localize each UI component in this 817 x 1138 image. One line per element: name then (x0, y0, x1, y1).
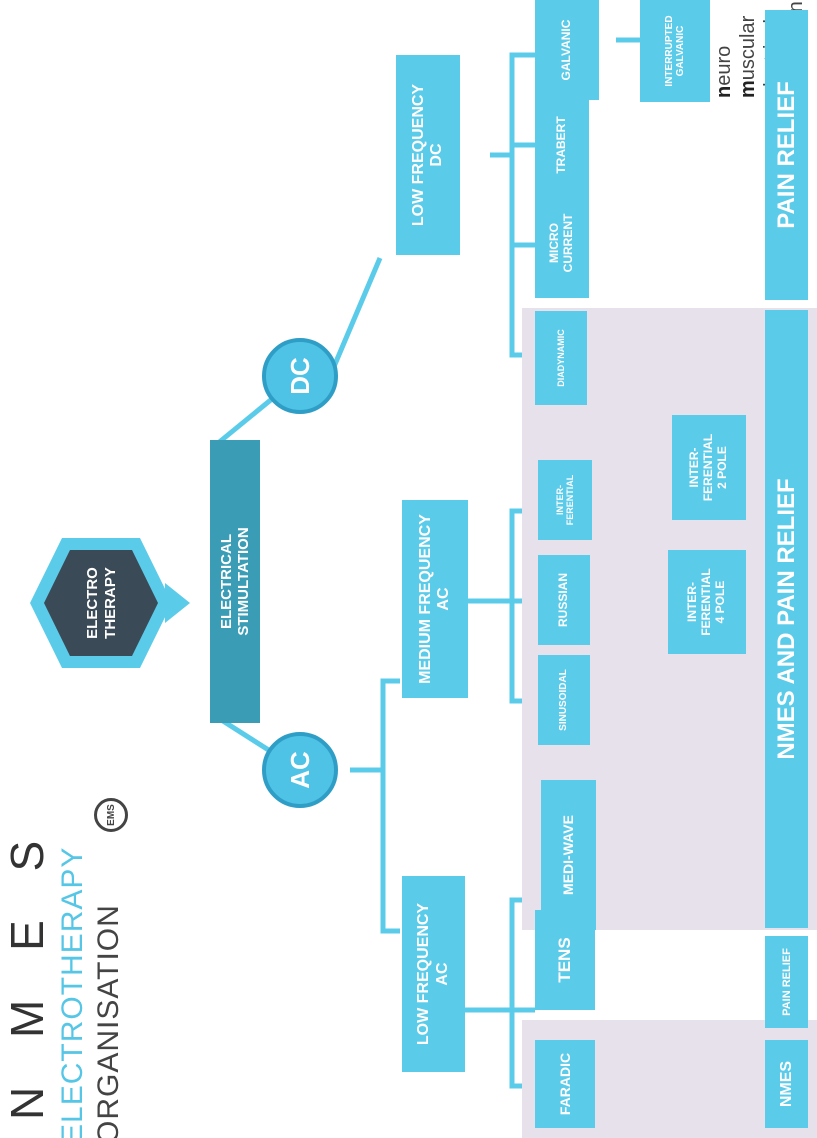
node-low-frequency-ac: LOW FREQUENCY AC (402, 876, 465, 1072)
bar-nmes: NMES (765, 1040, 808, 1128)
leaf-interrupted-galvanic: INTERRUPTED GALVANIC (640, 0, 710, 102)
definition-line-2: muscular (737, 15, 759, 98)
node-medium-frequency-ac: MEDIUM FREQUENCY AC (402, 500, 468, 698)
node-ac: AC (262, 732, 338, 808)
node-dc: DC (262, 338, 338, 414)
leaf-trabert: TRABERT (535, 90, 589, 200)
leaf-faradic: FARADIC (535, 1040, 595, 1128)
leaf-galvanic: GALVANIC (535, 0, 599, 100)
leaf-interferential: INTER- FERENTIAL (538, 460, 592, 540)
ems-logo-text: EMS (105, 804, 117, 826)
leaf-medi-wave: MEDI-WAVE (541, 780, 596, 930)
bar-pain-relief-small: PAIN RELIEF (765, 936, 808, 1028)
leaf-sinusoidal: SINUSOIDAL (538, 655, 590, 745)
brand-line-electrotherapy: ELECTROTHERAPY (56, 846, 89, 1138)
leaf-interferential-2-pole: INTER- FERENTIAL 2 POLE (672, 415, 746, 520)
leaf-interferential-4-pole: INTER- FERENTIAL 4 POLE (668, 550, 746, 654)
node-low-frequency-dc: LOW FREQUENCY DC (396, 55, 460, 255)
node-electrical-stimulation: ELECTRICAL STIMULTATION (210, 440, 260, 723)
root-node-electrotherapy: ELECTRO THERAPY (84, 567, 119, 639)
bar-pain-relief: PAIN RELIEF (765, 10, 808, 300)
bar-nmes-and-pain-relief: NMES AND PAIN RELIEF (765, 310, 808, 928)
leaf-russian: RUSSIAN (538, 555, 590, 645)
ems-logo: EMS (94, 798, 128, 832)
brand-title: N M E S (1, 822, 53, 1120)
brand-line-organisation: ORGANISATION (92, 904, 125, 1138)
definition-line-1: neuro (713, 45, 735, 98)
leaf-micro-current: MICRO CURRENT (535, 188, 589, 298)
leaf-diadynamic: DIADYNAMIC (535, 311, 587, 405)
